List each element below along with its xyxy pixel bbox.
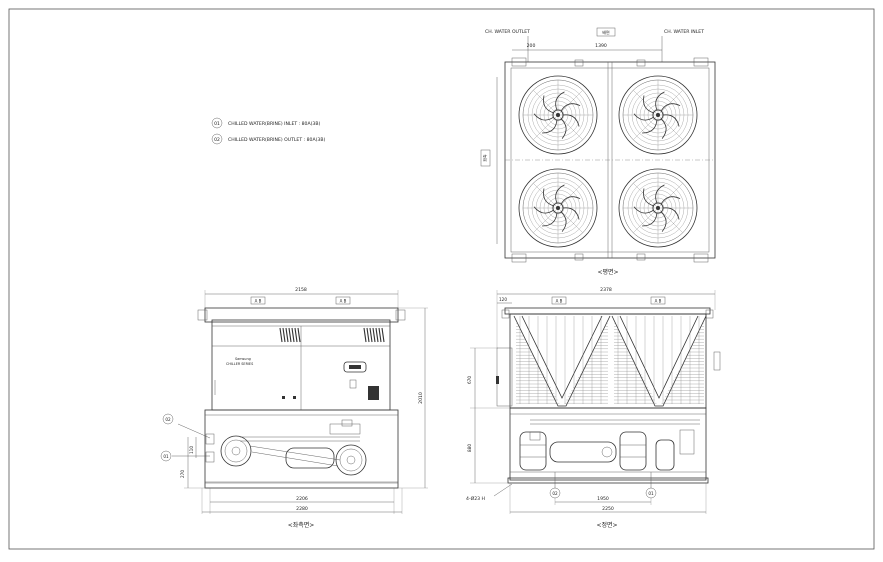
section-arrow-label: A B	[340, 299, 347, 304]
base-frame	[509, 407, 707, 481]
dim-label: 2158	[295, 287, 307, 293]
dim-label: 2378	[600, 287, 612, 293]
dim-label: 670	[467, 376, 472, 384]
dim-label: 2280	[296, 506, 308, 512]
note-text: CHILLED WATER(BRINE) OUTLET : 80A(3B)	[228, 137, 325, 143]
note-tag: 02	[214, 137, 220, 143]
note-tag-circle	[211, 117, 223, 129]
plan-view-title: <평면>	[597, 268, 618, 276]
fan	[618, 168, 698, 248]
louvre-panel	[279, 327, 301, 343]
dim-label: 1950	[597, 496, 609, 502]
left-side-box-label: 좌측	[482, 154, 488, 162]
left-side-box	[480, 149, 491, 167]
section-arrow-label: A B	[556, 299, 563, 304]
base-frame	[204, 409, 399, 489]
front-view-title: <정면>	[596, 521, 617, 529]
compressor	[619, 431, 647, 471]
left-view-title: <좌측면>	[288, 521, 315, 529]
plan-view: CH. WATER OUTLET CH. WATER INLET 배면 200 …	[480, 27, 716, 276]
notes: 01 CHILLED WATER(BRINE) INLET : 80A(3B) …	[211, 117, 325, 145]
compressor	[335, 444, 367, 476]
section-arrow-label: A B	[655, 299, 662, 304]
dim-label: 120	[499, 297, 507, 302]
dim-label: 2010	[418, 392, 424, 404]
outlet-label: CH. WATER OUTLET	[485, 29, 530, 35]
dim-label: 200	[527, 43, 536, 49]
panel-block	[368, 386, 379, 400]
dim-label: 1390	[595, 43, 607, 49]
fan	[518, 168, 598, 248]
tag-label: 01	[163, 454, 169, 459]
fan	[518, 75, 598, 155]
brand-text: CHILLER SERIES	[226, 362, 253, 366]
dim-label: 270	[180, 470, 185, 478]
compressor	[220, 435, 252, 467]
rear-box	[596, 27, 616, 37]
tag-label: 02	[552, 491, 558, 496]
receiver-tank	[549, 441, 617, 463]
section-arrow-label: A B	[255, 299, 262, 304]
hole-label: 4-Ø23 H	[466, 495, 485, 502]
dim-label: 880	[467, 444, 472, 452]
brand-text: Samsung	[235, 357, 251, 361]
louvre-panel	[363, 327, 385, 343]
tag-02	[162, 413, 174, 425]
v-coil	[611, 315, 707, 407]
front-view: 2378 120 A B A B	[466, 287, 721, 529]
switch-box	[349, 379, 357, 389]
v-coil	[513, 315, 611, 407]
dim-label: 110	[189, 446, 194, 454]
compressor	[519, 431, 547, 471]
left-side-view: 2158 A B A B Samsung CHILLER SERIES	[160, 287, 428, 529]
sheet-border	[8, 8, 875, 550]
fan	[618, 75, 698, 155]
note-tag: 01	[214, 121, 220, 127]
rear-box-label: 배면	[602, 29, 610, 35]
coil-box	[204, 307, 399, 323]
note-text: CHILLED WATER(BRINE) INLET : 80A(3B)	[228, 121, 320, 127]
display-panel	[343, 361, 367, 373]
compressor	[655, 439, 675, 471]
receiver-tank	[285, 447, 335, 469]
tag-01	[160, 450, 172, 462]
dim-label: 2206	[296, 496, 308, 502]
tag-label: 02	[165, 417, 171, 422]
tag-label: 01	[648, 491, 654, 496]
dim-label: 2250	[602, 506, 614, 512]
inlet-label: CH. WATER INLET	[664, 29, 704, 35]
note-tag-circle	[211, 133, 223, 145]
